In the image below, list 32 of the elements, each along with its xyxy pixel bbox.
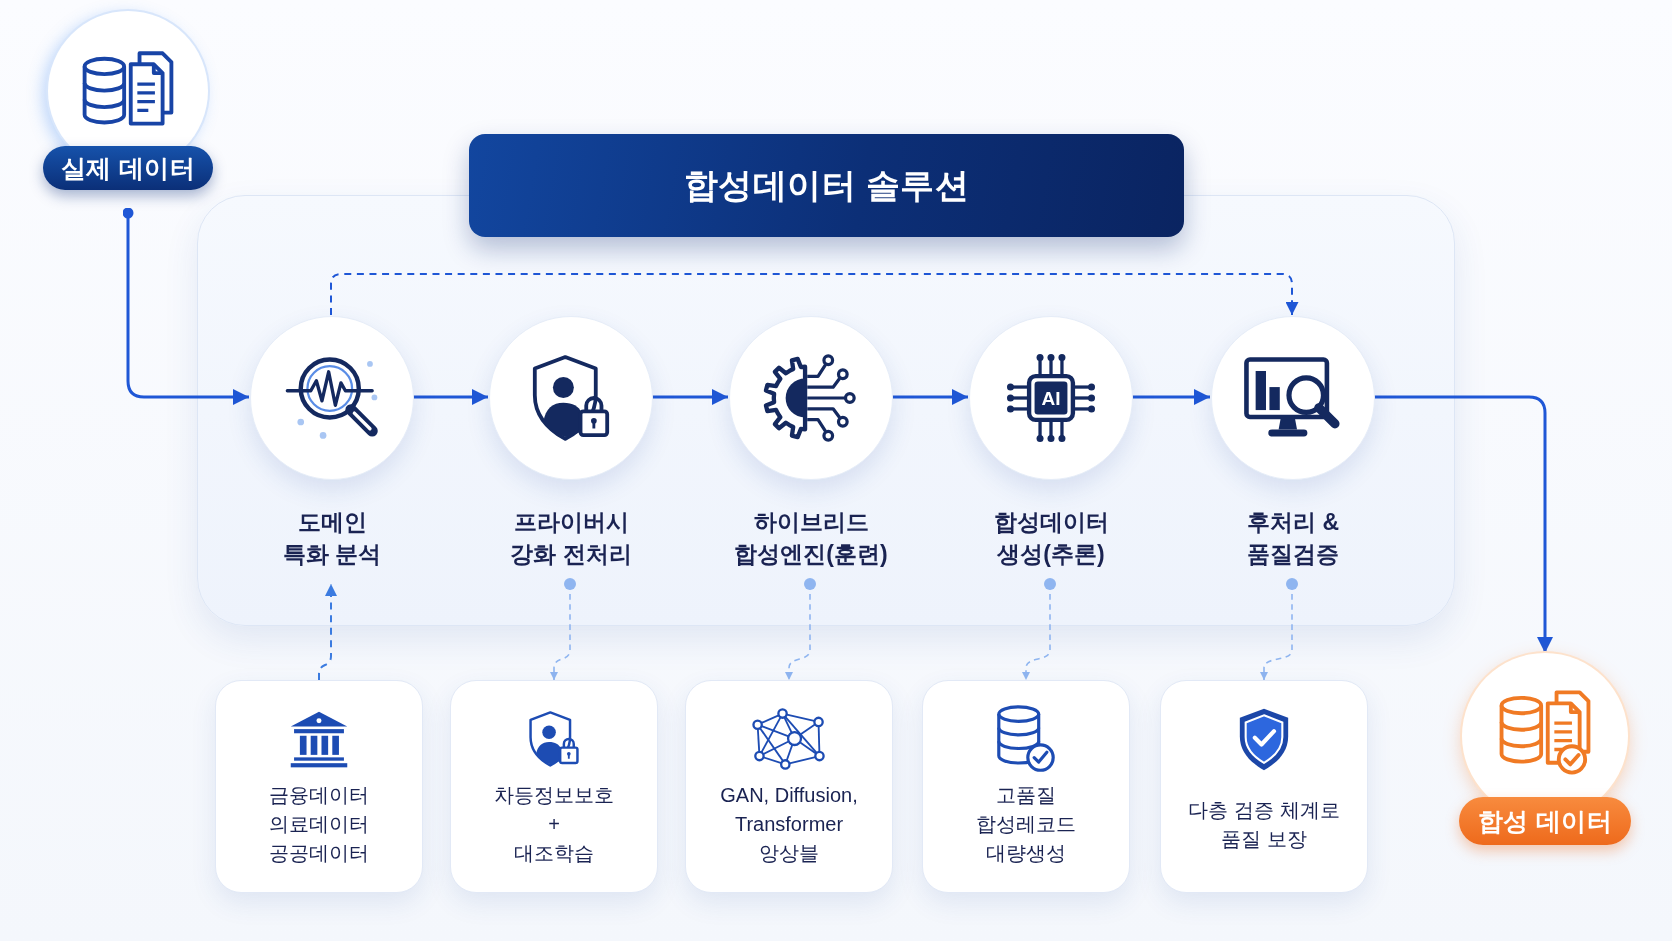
card-text: 금융데이터 의료데이터 공공데이터 (268, 783, 370, 866)
info-card (215, 680, 423, 893)
info-card (1160, 680, 1368, 893)
arrow (1132, 389, 1210, 405)
step-label: 도메인 특화 분석 (281, 508, 383, 569)
arrow (413, 389, 488, 405)
data-label: 실제 데이터 (43, 146, 213, 190)
info-card (450, 680, 658, 893)
chip-text: AI (1041, 388, 1061, 408)
info-card (922, 680, 1130, 893)
dashed-arrow (330, 273, 1299, 316)
card-text: 차등정보보호 + 대조학습 (493, 783, 615, 866)
info-card (685, 680, 893, 893)
arrow (122, 207, 249, 405)
step-label: 프라이버시 강화 전처리 (509, 508, 633, 569)
step-label: 합성데이터 생성(추론) (992, 508, 1110, 569)
arrow (892, 389, 968, 405)
dashed-arrow (1022, 578, 1056, 681)
dashed-arrow (318, 583, 337, 681)
arrow (1374, 395, 1553, 653)
step-label: 하이브리드 합성엔진(훈련) (733, 508, 889, 569)
step-label: 후처리 & 품질검증 (1246, 508, 1340, 569)
card-text: 고품질 합성레코드 대량생성 (975, 783, 1077, 866)
output-data-badge (1459, 653, 1631, 845)
dashed-arrow (550, 578, 576, 681)
arrow (652, 389, 728, 405)
card-text: 다층 검증 체계로 품질 보장 (1187, 797, 1341, 852)
data-label: 합성 데이터 (1459, 797, 1631, 845)
dashed-arrow (785, 578, 816, 681)
dashed-arrow (1260, 578, 1298, 681)
title-banner: 합성데이터 솔루션 (469, 134, 1184, 237)
card-text: GAN, Diffusion, Transformer 앙상블 (719, 783, 859, 866)
